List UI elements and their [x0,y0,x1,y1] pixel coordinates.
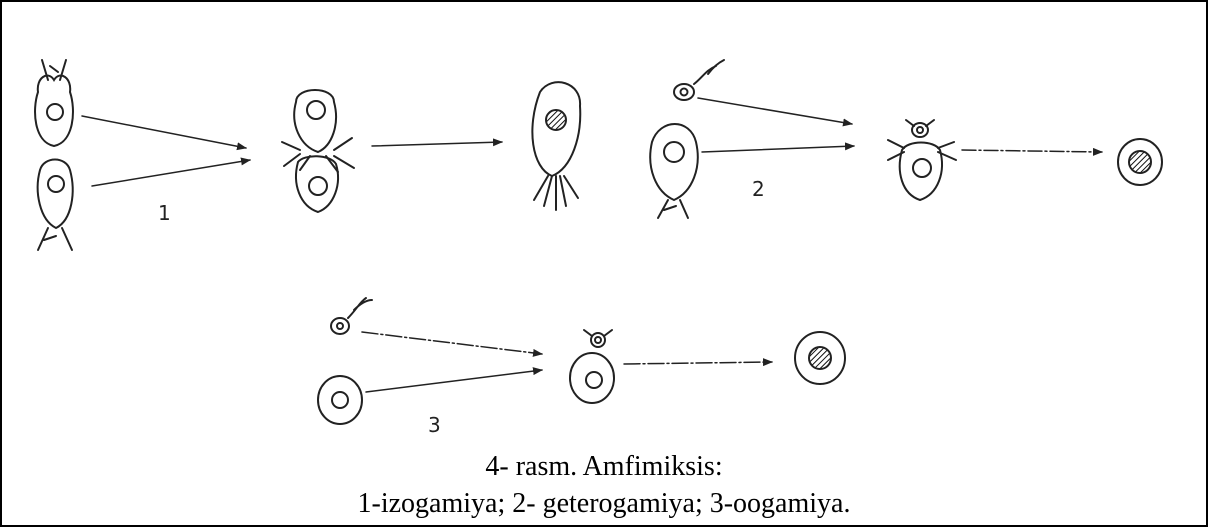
arrow-3a [361,331,543,357]
zygote-3 [794,331,846,385]
label-1: 1 [158,201,171,225]
egg-cell-3 [317,375,363,425]
arrow-1a [81,115,247,151]
arrow-2c [961,147,1103,156]
microgamete-2 [673,59,725,101]
arrow-3c [623,358,773,367]
isogamete-bottom [36,158,74,251]
fertilization-3 [569,329,615,404]
label-3: 3 [428,413,441,437]
macrogamete-2 [649,123,699,219]
label-2: 2 [752,177,765,201]
fertilization-2 [887,119,957,202]
zygote-2 [1117,138,1163,186]
arrow-1b [91,157,251,187]
isogamete-top [34,59,74,148]
spermatozoid-3 [330,297,373,335]
arrow-2b [701,142,855,153]
arrow-2a [697,97,853,127]
arrow-1c [371,138,503,147]
figure-caption-legend: 1-izogamiya; 2- geterogamiya; 3-oogamiya… [357,488,851,519]
arrow-3b [365,367,543,393]
figure-caption-title: 4- rasm. Amfimiksis: [485,451,723,482]
zygote-1 [531,81,582,211]
fusing-isogametes [281,89,355,214]
